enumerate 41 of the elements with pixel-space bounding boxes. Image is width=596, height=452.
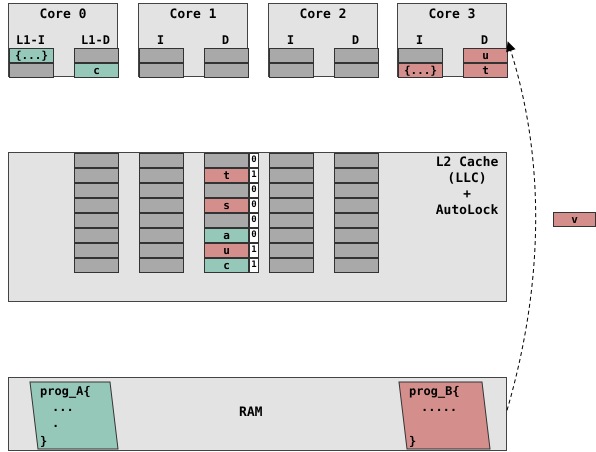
dashed-arrow: [506, 41, 536, 411]
column-label: I: [286, 34, 296, 46]
column-label: D: [220, 34, 230, 46]
panel-title: Core 2: [298, 8, 348, 21]
lock-bit: 1: [249, 243, 259, 258]
panel-title: AutoLock: [436, 203, 498, 219]
column-label: L1-D: [80, 34, 111, 46]
panel-title: +: [463, 187, 471, 203]
code-line: prog_A{: [40, 383, 91, 399]
core-panel: [268, 3, 378, 77]
column-label: L1-I: [15, 34, 46, 46]
panel-title: (LLC): [447, 171, 487, 187]
lock-bit: 0: [249, 228, 259, 243]
cache-panel: [8, 152, 507, 302]
code-line: .: [51, 415, 60, 431]
column-label: I: [414, 34, 424, 46]
lock-bit: 0: [249, 183, 259, 198]
lock-bit: 1: [249, 168, 259, 183]
panel-title: Core 3: [428, 8, 476, 21]
panel-title: L2 Cache: [436, 155, 498, 171]
code-line: }: [409, 433, 416, 449]
program-block: [29, 381, 119, 450]
column-label: D: [480, 34, 490, 46]
lock-bit: 0: [249, 213, 259, 228]
panel-title: Core 1: [168, 8, 218, 21]
lock-bit: 0: [249, 198, 259, 213]
lock-bit: 1: [249, 258, 259, 273]
code-line: .....: [420, 399, 458, 415]
core-panel: [397, 3, 507, 77]
lock-bit: 0: [249, 153, 259, 168]
program-block: [398, 381, 491, 450]
panel-title: RAM: [239, 406, 262, 419]
column-label: I: [156, 34, 166, 46]
memory-panel: [8, 377, 507, 451]
core-panel: [8, 3, 118, 77]
core-panel: [138, 3, 248, 77]
code-line: }: [40, 433, 48, 449]
panel-title: Core 0: [38, 8, 88, 21]
code-line: prog_B{: [409, 383, 460, 399]
column-label: D: [350, 34, 360, 46]
code-line: ...: [51, 399, 74, 415]
